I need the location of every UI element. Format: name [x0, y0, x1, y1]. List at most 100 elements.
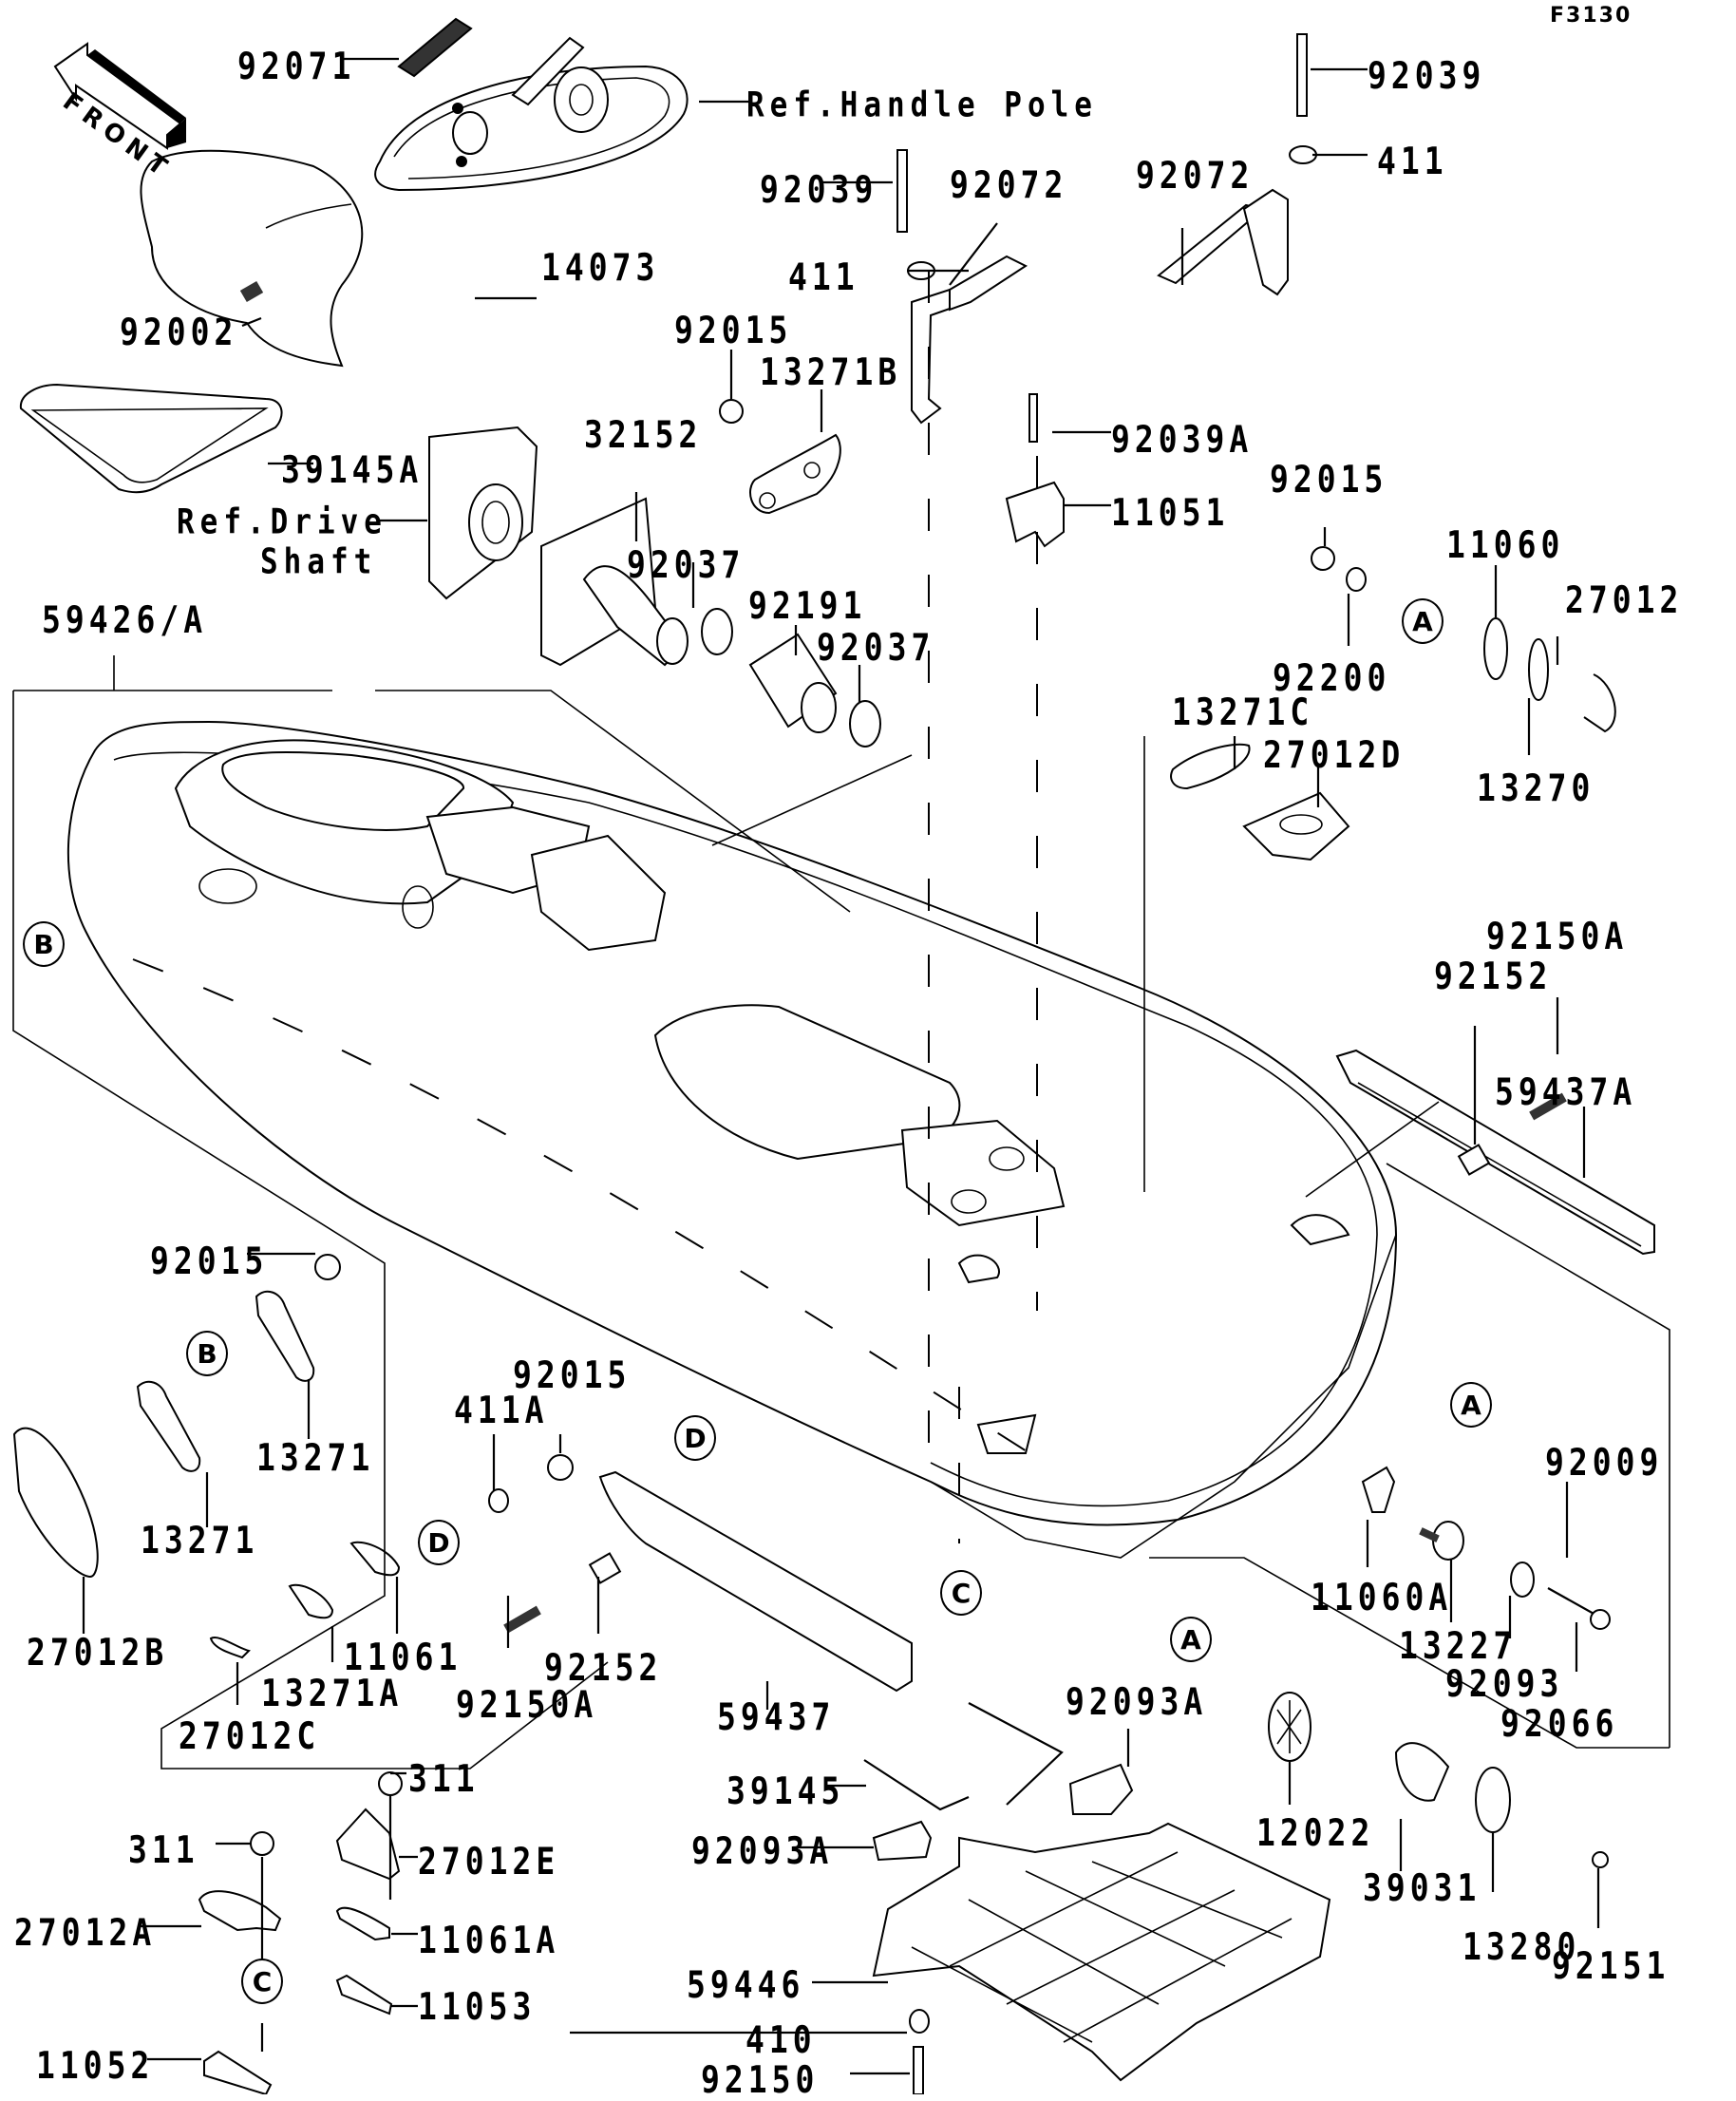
part-label-92191[interactable]: 92191: [748, 583, 867, 628]
part-label-92093A[interactable]: 92093A: [691, 1828, 834, 1873]
part-label-59426A[interactable]: 59426/A: [42, 597, 208, 642]
bracket-11051-part: [1005, 481, 1065, 548]
part-label-411[interactable]: 411: [1377, 139, 1448, 183]
part-label-27012C[interactable]: 27012C: [179, 1713, 321, 1758]
part-label-13271C[interactable]: 13271C: [1172, 690, 1314, 734]
part-label-39145A[interactable]: 39145A: [281, 447, 424, 492]
handle-pole-cover-part: [374, 36, 689, 192]
part-label-11053[interactable]: 11053: [418, 1984, 537, 2029]
part-label-92066[interactable]: 92066: [1500, 1701, 1619, 1746]
handle-27012B-part: [12, 1427, 99, 1579]
part-label-13270[interactable]: 13270: [1477, 766, 1595, 810]
part-label-59446[interactable]: 59446: [687, 1962, 805, 2007]
part-label-92072[interactable]: 92072: [950, 162, 1068, 207]
rail-59437A-part: [1335, 1049, 1655, 1256]
part-label-13271B[interactable]: 13271B: [760, 350, 902, 394]
assembly-frames: [12, 655, 1670, 1770]
callout-marker-c: C: [940, 1570, 982, 1616]
part-label-13271[interactable]: 13271: [256, 1435, 375, 1480]
plug-39031-part: [1394, 1742, 1450, 1802]
part-label-27012A[interactable]: 27012A: [14, 1910, 157, 1955]
part-label-92093[interactable]: 92093: [1445, 1661, 1564, 1706]
ref-drive-shaft-label-line2: Shaft: [260, 541, 378, 582]
callout-marker-a: A: [1450, 1382, 1492, 1428]
part-label-92037[interactable]: 92037: [817, 625, 935, 670]
part-label-13280[interactable]: 13280: [1462, 1924, 1581, 1969]
part-label-27012D[interactable]: 27012D: [1263, 732, 1406, 777]
clamp-92037-part: [701, 608, 881, 748]
part-label-59437A[interactable]: 59437A: [1495, 1069, 1637, 1114]
grip-pad-92071-part: [397, 17, 473, 78]
part-label-27012[interactable]: 27012: [1565, 577, 1684, 622]
part-label-92039A[interactable]: 92039A: [1111, 417, 1254, 462]
part-label-311[interactable]: 311: [408, 1756, 480, 1801]
part-label-13271A[interactable]: 13271A: [261, 1671, 404, 1715]
part-label-92071[interactable]: 92071: [237, 44, 356, 88]
part-label-92039[interactable]: 92039: [1368, 53, 1486, 98]
front-arrow-icon: [53, 42, 186, 150]
housing-32152-part: [540, 497, 689, 667]
part-label-11051[interactable]: 11051: [1111, 490, 1230, 535]
rail-59437-part: [598, 1470, 913, 1693]
part-label-32152[interactable]: 32152: [584, 412, 703, 457]
part-label-92152[interactable]: 92152: [1434, 954, 1553, 998]
part-label-92015[interactable]: 92015: [513, 1353, 632, 1397]
part-label-411[interactable]: 411: [788, 255, 859, 299]
nut-311-part: [250, 1771, 403, 1856]
collar-92152-part: [588, 1144, 1491, 1584]
callout-marker-a: A: [1170, 1617, 1212, 1662]
part-label-11061[interactable]: 11061: [344, 1635, 462, 1679]
part-label-14073[interactable]: 14073: [541, 245, 660, 290]
bracket-27012A-part: [198, 1890, 282, 1932]
part-label-92037[interactable]: 92037: [627, 542, 745, 587]
part-label-92002[interactable]: 92002: [120, 310, 238, 354]
bolt-92150A-part: [503, 1092, 1567, 1634]
center-lines: [132, 271, 1046, 1543]
part-label-92039[interactable]: 92039: [760, 167, 878, 212]
part-label-59437[interactable]: 59437: [717, 1694, 836, 1739]
part-label-11052[interactable]: 11052: [36, 2043, 155, 2088]
plate-13271-part: [136, 1290, 315, 1472]
gasket-11060A-part: [1361, 1466, 1396, 1513]
plate-11053-part: [335, 1974, 393, 2016]
cover-14073-part: [140, 149, 364, 368]
part-label-11060[interactable]: 11060: [1446, 522, 1565, 567]
screw-92009-part: [1419, 1527, 1440, 1543]
part-label-39145[interactable]: 39145: [726, 1769, 845, 1813]
part-label-13227[interactable]: 13227: [1399, 1623, 1518, 1668]
part-label-92015[interactable]: 92015: [1270, 457, 1388, 502]
part-label-410[interactable]: 410: [745, 2017, 817, 2062]
part-label-11060A[interactable]: 11060A: [1311, 1575, 1453, 1619]
part-label-92150A[interactable]: 92150A: [1486, 914, 1629, 958]
bolt-92002-part: [239, 280, 264, 303]
part-label-92151[interactable]: 92151: [1552, 1943, 1670, 1988]
mount-group-a-part: [1346, 567, 1616, 733]
part-label-11061A[interactable]: 11061A: [418, 1918, 560, 1962]
nut-410-part: [909, 2009, 930, 2034]
part-label-92015[interactable]: 92015: [150, 1239, 269, 1283]
callout-marker-d: D: [418, 1520, 460, 1565]
screw-92151-part: [1592, 1851, 1609, 1868]
part-label-92150A[interactable]: 92150A: [456, 1682, 598, 1727]
part-label-92150[interactable]: 92150: [701, 2057, 820, 2101]
part-label-411A[interactable]: 411A: [454, 1388, 549, 1432]
callout-marker-b: B: [186, 1331, 228, 1376]
cap-12022-part: [1268, 1692, 1311, 1762]
part-label-92015[interactable]: 92015: [674, 308, 793, 352]
plate-13271B-part: [749, 433, 841, 515]
part-label-39031[interactable]: 39031: [1363, 1865, 1481, 1910]
part-label-92200[interactable]: 92200: [1273, 655, 1391, 700]
part-label-92152[interactable]: 92152: [544, 1645, 663, 1690]
part-label-12022[interactable]: 12022: [1256, 1810, 1375, 1855]
part-label-27012B[interactable]: 27012B: [27, 1630, 169, 1675]
part-label-92009[interactable]: 92009: [1545, 1440, 1664, 1485]
part-label-92072[interactable]: 92072: [1136, 153, 1255, 198]
part-label-92093A[interactable]: 92093A: [1066, 1679, 1208, 1724]
nut-92015-left-part: [314, 1254, 574, 1481]
part-label-13271[interactable]: 13271: [141, 1518, 259, 1562]
washer-92093-part: [1510, 1562, 1535, 1598]
hose-92191-part: [748, 633, 838, 733]
part-label-311[interactable]: 311: [128, 1827, 199, 1872]
part-label-27012E[interactable]: 27012E: [418, 1839, 560, 1883]
